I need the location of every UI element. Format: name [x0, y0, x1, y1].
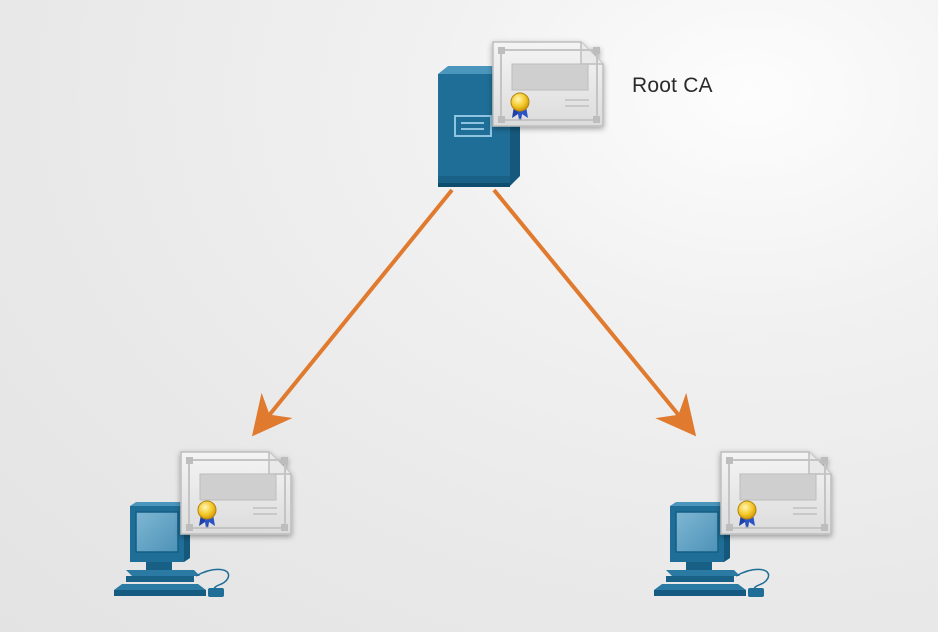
- arrow-root-to-left: [251, 188, 454, 437]
- root-ca-label: Root CA: [632, 74, 713, 97]
- computer-icon-left: [114, 502, 230, 597]
- computer-icon-right: [654, 502, 770, 597]
- left-certificate-icon: [180, 451, 292, 535]
- right-certificate-icon: [720, 451, 832, 535]
- arrow-root-to-right: [492, 188, 697, 437]
- root-certificate-icon: [492, 41, 604, 127]
